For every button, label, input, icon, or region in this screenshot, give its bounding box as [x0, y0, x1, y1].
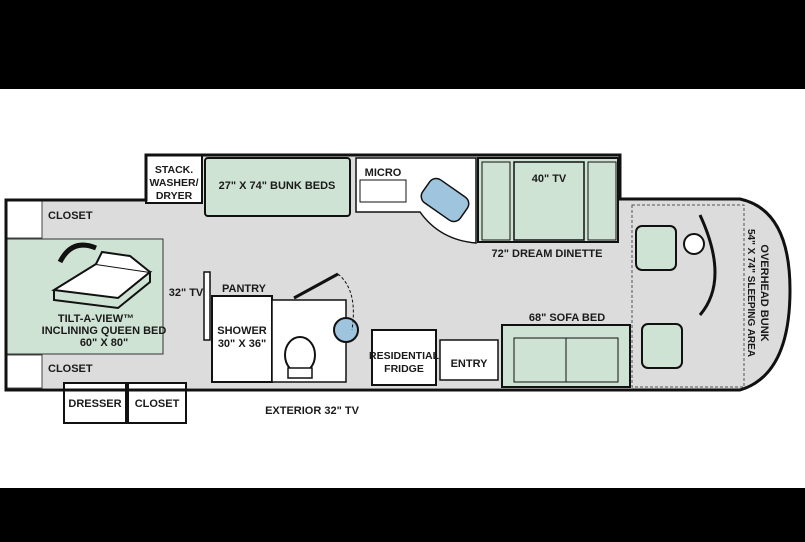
kitchen	[355, 157, 477, 244]
outer-walls	[4, 153, 792, 392]
queen-bed	[5, 238, 164, 355]
closet-bottom-box	[5, 354, 43, 389]
washer-label-line2: WASHER/	[149, 177, 198, 189]
dinette	[477, 157, 619, 243]
bed-label-line1: TILT-A-VIEW™	[58, 313, 134, 325]
bunk-beds-label: 27" X 74" BUNK BEDS	[219, 180, 336, 192]
kitchen-sink-icon	[420, 177, 470, 223]
washer-label-line3: DRYER	[156, 190, 193, 202]
fridge-label-line2: FRIDGE	[384, 363, 424, 375]
overhead-bunk-size-label: 54" X 74" SLEEPING AREA	[745, 229, 756, 357]
washer-dryer-box	[145, 154, 203, 204]
bunk-beds-box	[204, 157, 351, 217]
steering-wheel-icon	[683, 233, 705, 255]
closet-bottom-label: CLOSET	[48, 363, 93, 375]
shower-box	[211, 295, 273, 383]
dashboard	[698, 214, 717, 316]
driver-seat-icon	[635, 225, 677, 271]
entry-box	[439, 339, 499, 381]
bedroom-tv-icon	[203, 271, 211, 341]
fridge-box	[371, 329, 437, 386]
micro-label: MICRO	[365, 167, 402, 179]
overhead-bunk-label: OVERHEAD BUNK	[758, 244, 770, 341]
shower-label-line2: 30" X 36"	[218, 338, 266, 350]
bed-label-line2: INCLINING QUEEN BED	[42, 325, 167, 337]
bed-icon	[51, 242, 153, 310]
closet-top-box	[5, 199, 43, 239]
exterior-tv-label: EXTERIOR 32" TV	[265, 405, 360, 417]
dinette-label: 72" DREAM DINETTE	[492, 248, 603, 260]
labels: CLOSET CLOSET TILT-A-VIEW™ INCLINING QUE…	[42, 164, 770, 417]
closet-exterior-label: CLOSET	[135, 398, 180, 410]
shower-label-line1: SHOWER	[217, 325, 267, 337]
entry-label: ENTRY	[451, 358, 489, 370]
fridge-label-line1: RESIDENTIAL	[369, 350, 440, 362]
bedroom-tv-label: 32" TV	[169, 287, 204, 299]
bed-label-line3: 60" X 80"	[80, 337, 128, 349]
dresser-label: DRESSER	[68, 398, 121, 410]
sofa-bed-label: 68" SOFA BED	[529, 312, 605, 324]
washer-label-line1: STACK.	[155, 164, 193, 176]
bathroom	[211, 272, 359, 383]
pantry-label: PANTRY	[222, 283, 267, 295]
dinette-tv-label: 40" TV	[532, 173, 567, 185]
sofa	[501, 324, 631, 388]
closet-top-label: CLOSET	[48, 210, 93, 222]
sink-icon	[333, 317, 359, 343]
passenger-seat-icon	[641, 323, 683, 369]
cab	[631, 204, 745, 388]
